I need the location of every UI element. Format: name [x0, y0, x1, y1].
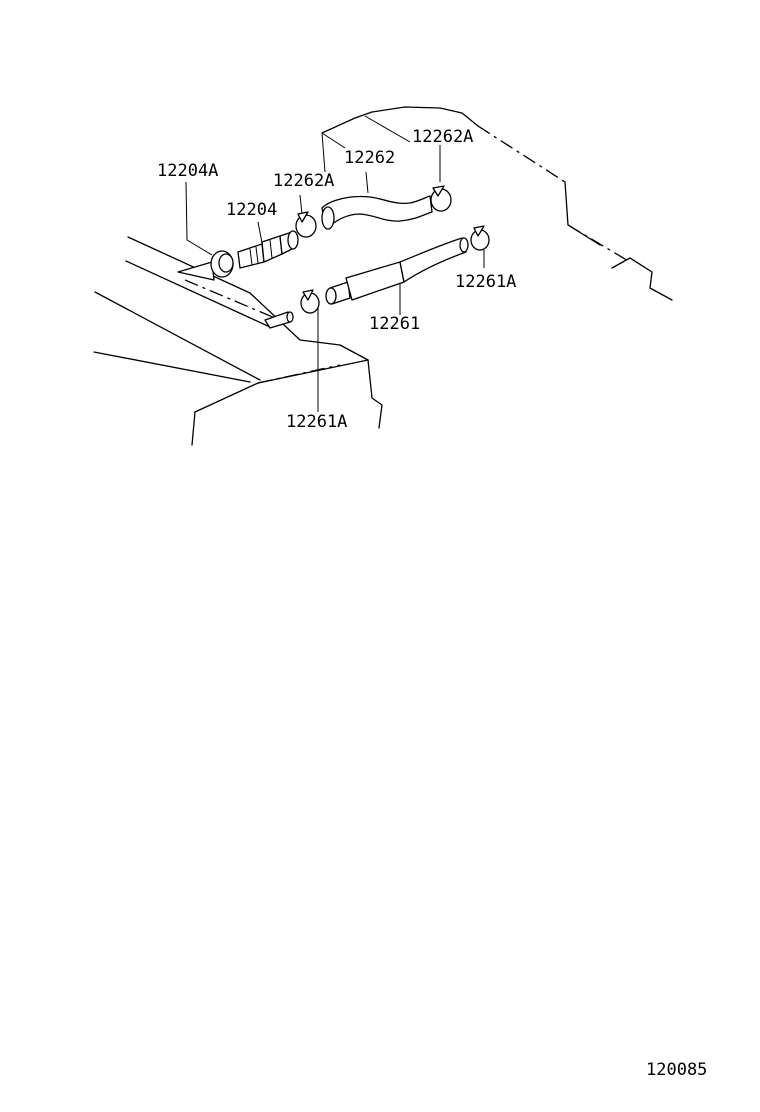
label-12262: 12262 — [344, 148, 395, 168]
hose-12262 — [321, 195, 433, 230]
grommet-12204A — [177, 250, 234, 281]
hose-12261 — [325, 237, 469, 305]
label-12204A: 12204A — [157, 161, 218, 181]
label-12204: 12204 — [226, 200, 277, 220]
clamp-12262A-left — [295, 211, 317, 238]
head-nipple — [264, 311, 294, 329]
clamp-12261A-bottom — [300, 289, 320, 314]
clamp-12262A-right — [430, 185, 452, 212]
clamp-12261A-right — [470, 225, 490, 251]
label-12261: 12261 — [369, 314, 420, 334]
figure-number: 120085 — [646, 1060, 707, 1080]
label-12261A-right: 12261A — [455, 272, 516, 292]
label-12261A-bottom: 12261A — [286, 412, 347, 432]
engine-head-outline — [93, 236, 383, 446]
pcv-valve-12204 — [237, 230, 299, 269]
label-12262A-right: 12262A — [412, 127, 473, 147]
label-12262A-left: 12262A — [273, 171, 334, 191]
routing-outline — [321, 106, 673, 301]
